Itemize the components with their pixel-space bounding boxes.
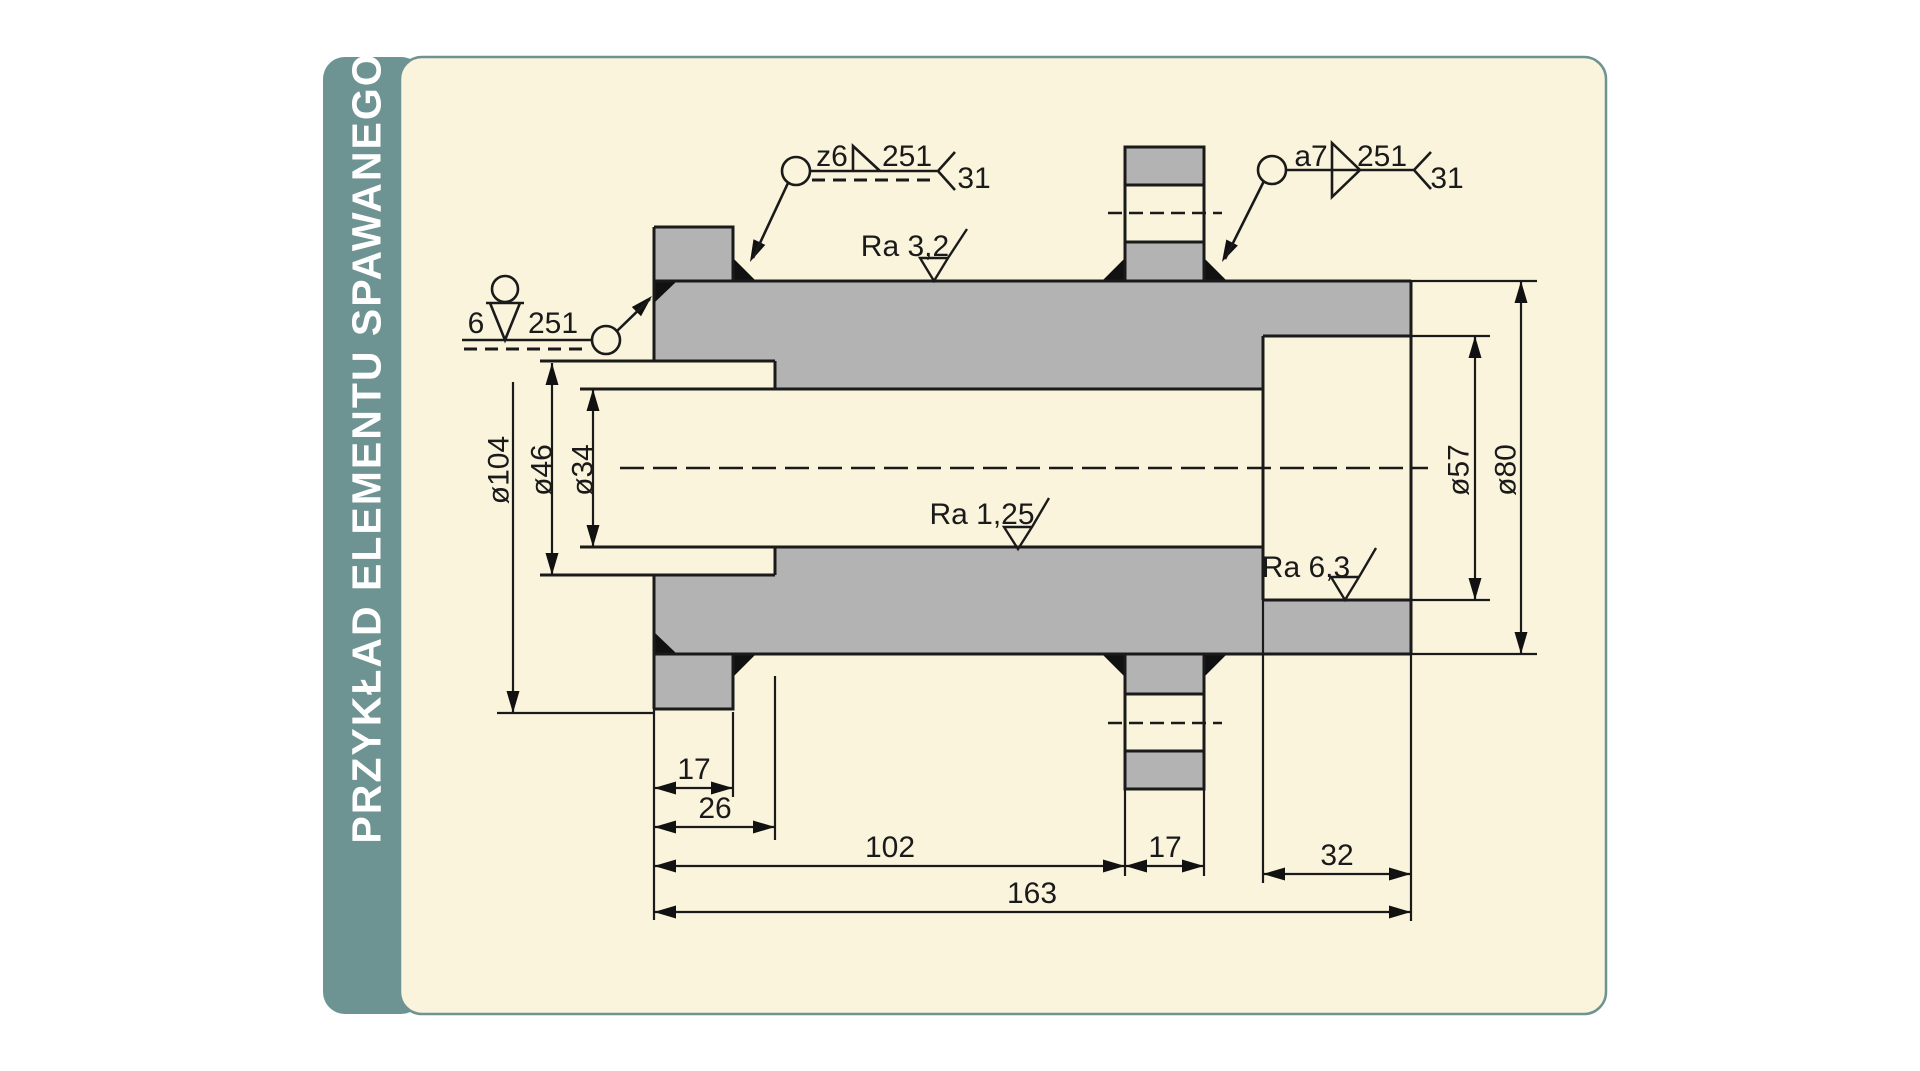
extension-and-dimension-lines xyxy=(497,279,1537,921)
dim-flange-diameter: ø104 xyxy=(483,436,516,504)
weld-top-reference: 251 xyxy=(882,140,932,173)
weld-symbol-top-node xyxy=(780,155,812,187)
roughness-icon xyxy=(1328,547,1378,603)
roughness-icon xyxy=(1001,497,1051,552)
dim-flange-thickness: 17 xyxy=(677,753,710,786)
weld-symbol-right: a7 251 31 xyxy=(1223,139,1464,260)
stub-centerlines xyxy=(1108,211,1222,725)
drawing-card xyxy=(398,55,1608,1016)
sidebar xyxy=(323,57,423,1014)
diameter-dimensions: ø104 ø46 ø34 ø57 ø80 xyxy=(483,436,1523,504)
weld-right-tail-note: 31 xyxy=(1430,162,1463,195)
dim-left-counterbore-depth: 26 xyxy=(698,792,731,825)
weld-symbol-left: 6 251 xyxy=(462,274,651,356)
weld-symbol-left-node xyxy=(590,324,622,356)
dim-right-counterbore-diameter: ø57 xyxy=(1443,444,1476,496)
weld-symbol-top-icon xyxy=(751,143,956,259)
roughness-icon xyxy=(917,228,969,284)
surface-finish-bore: Ra 1,25 xyxy=(929,498,1034,531)
surface-finish-counterbore: Ra 6,3 xyxy=(1262,551,1350,584)
dim-stub-width: 17 xyxy=(1148,831,1181,864)
dim-total-length: 163 xyxy=(1007,877,1057,910)
surface-finish-outer: Ra 3,2 xyxy=(861,230,949,263)
weld-left-size: 6 xyxy=(468,307,485,340)
dim-right-counterbore-depth: 32 xyxy=(1320,839,1353,872)
length-dimensions: 17 26 102 17 32 163 xyxy=(677,753,1353,910)
dim-face-to-stub: 102 xyxy=(865,831,915,864)
weld-symbol-right-icon xyxy=(1223,139,1432,260)
weld-symbol-left-circle xyxy=(490,274,520,304)
surface-finish-marks xyxy=(917,228,1378,603)
weld-left-reference: 251 xyxy=(528,307,578,340)
dim-left-counterbore-diameter: ø46 xyxy=(526,444,559,496)
dim-bore-diameter: ø34 xyxy=(567,444,600,496)
sidebar-title: PRZYKŁAD ELEMENTU SPAWANEGO xyxy=(343,52,389,843)
weld-right-designation: a7 xyxy=(1294,140,1327,173)
part-outline xyxy=(540,145,1413,791)
part-section-fill xyxy=(654,147,1411,789)
weld-top-tail-note: 31 xyxy=(957,162,990,195)
weld-symbol-top: z6 251 31 xyxy=(751,140,991,259)
weld-symbol-right-node xyxy=(1256,154,1288,186)
weld-top-designation: z6 xyxy=(816,140,848,173)
weld-right-reference: 251 xyxy=(1357,140,1407,173)
dim-tube-outer-diameter: ø80 xyxy=(1490,444,1523,496)
